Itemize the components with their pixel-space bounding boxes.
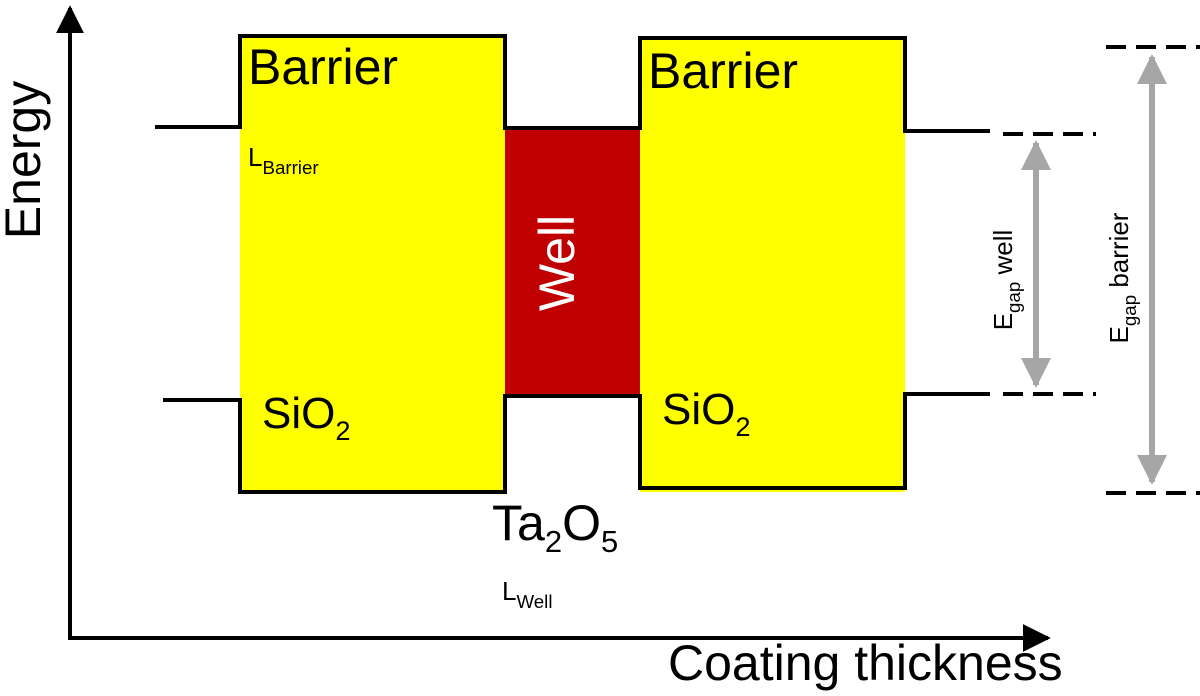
barrier-material-right: SiO2 bbox=[662, 385, 751, 442]
conduction-band-line bbox=[155, 34, 990, 133]
well-gap-label: Egap well bbox=[988, 230, 1024, 331]
barrier-right-region bbox=[640, 38, 905, 492]
y-axis-label: Energy bbox=[0, 81, 51, 239]
barrier-left-region bbox=[240, 36, 505, 492]
well-length-label: LWell bbox=[502, 576, 553, 612]
barrier-right-label: Barrier bbox=[648, 43, 798, 99]
well-label: Well bbox=[529, 215, 585, 311]
well-region bbox=[505, 128, 640, 396]
barrier-gap-label: Egap barrier bbox=[1104, 212, 1140, 343]
barrier-length-label: LBarrier bbox=[248, 142, 319, 178]
barrier-left-label: Barrier bbox=[248, 39, 398, 95]
x-axis-label: Coating thickness bbox=[668, 635, 1063, 691]
barrier-material-left: SiO2 bbox=[262, 389, 351, 446]
well-material-label: Ta2O5 bbox=[492, 495, 618, 559]
valence-band-line bbox=[163, 392, 990, 494]
